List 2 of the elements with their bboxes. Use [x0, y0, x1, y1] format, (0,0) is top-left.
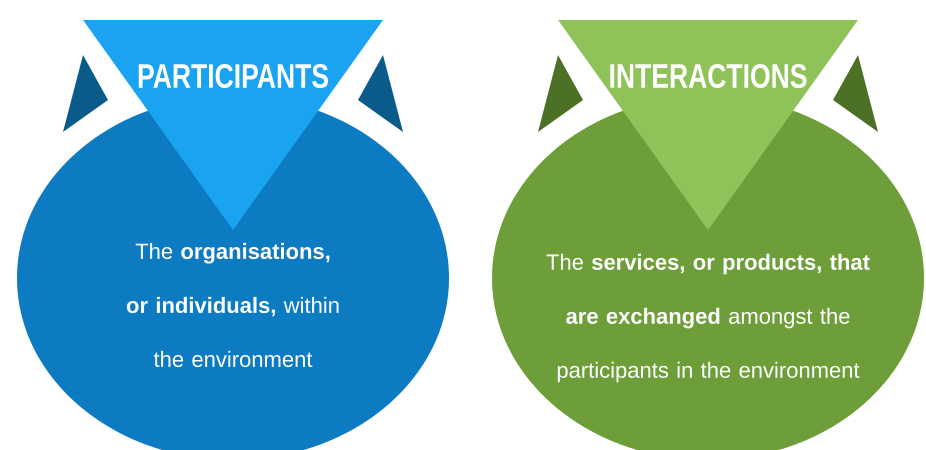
banner: INTERACTIONS [538, 20, 878, 230]
banner: PARTICIPANTS [63, 20, 403, 230]
